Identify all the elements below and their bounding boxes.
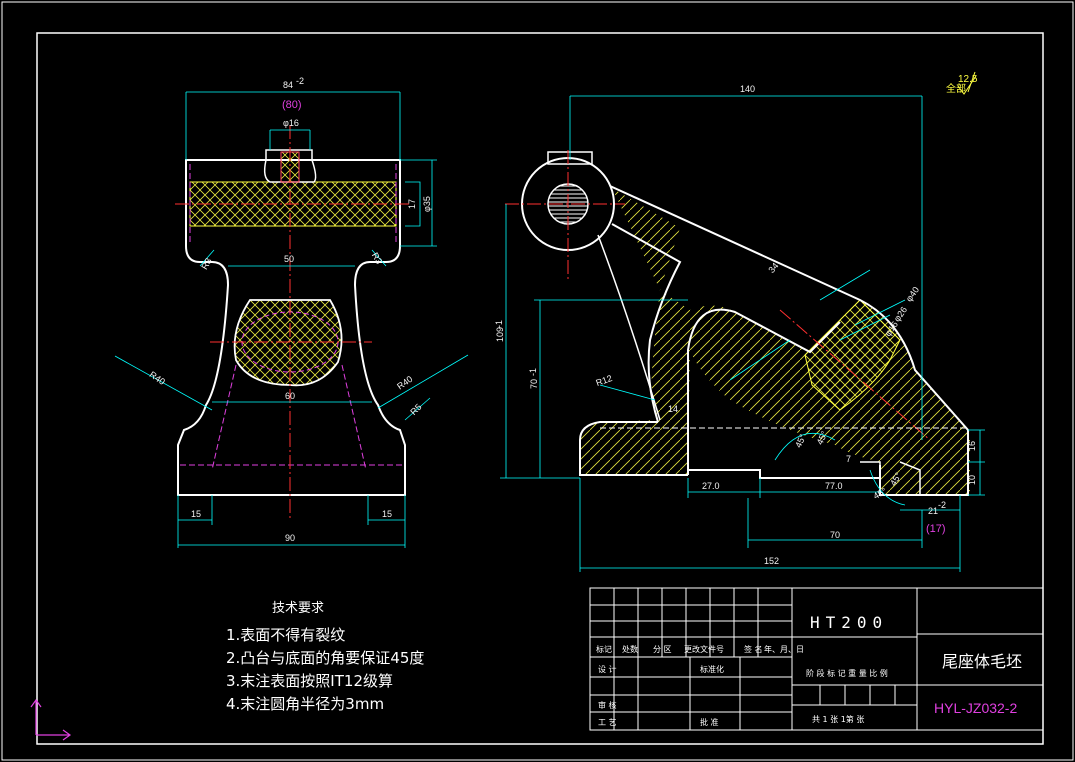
dim-neck-width: 50 bbox=[284, 254, 294, 264]
dim-base-seg-1: 27.0 bbox=[702, 481, 720, 491]
dim-base-total: 152 bbox=[764, 556, 779, 566]
dim-height-mid-tol: -1 bbox=[528, 368, 538, 376]
notes-title: 技术要求 bbox=[272, 601, 324, 616]
dim-radius-left-top: R3 bbox=[199, 256, 213, 271]
dim-base-width: 90 bbox=[285, 533, 295, 543]
ucs-axis-icon bbox=[30, 698, 72, 741]
note-item-2: 2.凸台与底面的角要保证45度 bbox=[226, 649, 424, 667]
tb-drawing-code: HYL-JZ032-2 bbox=[934, 700, 1017, 716]
tb-row-label-4: 更改文件号 bbox=[684, 644, 724, 654]
tb-row-labels: 标记 bbox=[596, 644, 612, 654]
tb-material: HT200 bbox=[810, 613, 888, 632]
surface-finish-label: 全部 bbox=[946, 82, 966, 95]
front-hidden-legs bbox=[180, 364, 403, 471]
side-foot-step bbox=[860, 461, 921, 495]
surface-finish-symbol: 12.5 全部 bbox=[946, 74, 978, 95]
dim-top-width: 84 bbox=[283, 80, 293, 90]
tb-approve: 批 准 bbox=[700, 717, 719, 727]
front-oval-section bbox=[233, 299, 343, 387]
dim-base-seg-2: 77.0 bbox=[825, 481, 843, 491]
technical-notes: 技术要求 1.表面不得有裂纹 2.凸台与底面的角要保证45度 3.末注表面按照I… bbox=[226, 601, 424, 713]
dim-base-left: 15 bbox=[191, 509, 201, 519]
dim-height-mid: 70 bbox=[529, 379, 539, 389]
dim-bore-dia: φ35 bbox=[422, 196, 432, 212]
note-item-3: 3.末注表面按照IT12级算 bbox=[226, 672, 393, 690]
dim-arm-length: 34 bbox=[766, 261, 780, 275]
tb-row-label-3: 分 区 bbox=[653, 645, 672, 654]
inner-frame-border bbox=[36, 32, 1044, 745]
dim-top-width-tol: -2 bbox=[296, 76, 304, 86]
dim-foot-low: 10 bbox=[967, 475, 977, 485]
dim-small-7: 7 bbox=[846, 454, 851, 464]
dim-pos-right: 21 bbox=[928, 506, 938, 516]
dim-inner-width: 60 bbox=[285, 391, 295, 401]
front-view: 84 -2 (80) φ16 17 φ35 50 R3 R3 R40 R40 R… bbox=[114, 76, 469, 548]
tb-row-label-6: 年、月、日 bbox=[764, 644, 804, 654]
dim-radius-left-flank: R40 bbox=[148, 369, 167, 387]
dim-pos-right-tol: -2 bbox=[938, 500, 946, 510]
note-item-4: 4.末注圆角半径为3mm bbox=[226, 695, 384, 713]
dim-base-right: 15 bbox=[382, 509, 392, 519]
dim-radius-right-flank: R40 bbox=[395, 374, 414, 392]
tb-design: 设 计 bbox=[598, 664, 617, 674]
dim-top-length: 140 bbox=[740, 84, 755, 94]
dim-boss-dia: φ16 bbox=[283, 118, 299, 128]
dim-pos-right-ref: (17) bbox=[926, 523, 946, 535]
dim-height-total: 109 bbox=[495, 327, 505, 342]
front-centerline-horizontal bbox=[175, 203, 410, 343]
dim-web-thick: 14 bbox=[668, 404, 678, 414]
side-view: 140 109 -1 70 -1 R12 14 34 φ40 φ26 φ16 4… bbox=[494, 71, 985, 572]
front-boss bbox=[263, 149, 317, 183]
side-view-outline bbox=[579, 185, 969, 496]
tb-stage-labels: 阶 段 标 记 重 量 比 例 bbox=[806, 668, 888, 678]
dim-foot-height: 16 bbox=[967, 441, 977, 451]
surface-finish-value: 12.5 bbox=[958, 74, 978, 85]
tb-standardize: 标准化 bbox=[700, 664, 724, 674]
dim-radius-inner: R12 bbox=[595, 373, 614, 388]
tb-part-name: 尾座体毛坯 bbox=[942, 652, 1022, 671]
dim-arm-dia-inner: φ26 bbox=[892, 305, 909, 324]
dim-height-total-tol: -1 bbox=[494, 320, 504, 328]
dim-arm-dia-outer: φ40 bbox=[904, 285, 921, 304]
title-block bbox=[589, 587, 1044, 731]
dim-base-70: 70 bbox=[830, 530, 840, 540]
tb-check: 审 核 bbox=[598, 700, 617, 710]
side-inner-curve bbox=[597, 234, 661, 421]
tb-process: 工 艺 bbox=[598, 718, 617, 727]
tb-row-label-5: 签 名 bbox=[744, 644, 763, 654]
side-arm-crosshatch bbox=[804, 299, 901, 411]
dim-radius-right-top: R3 bbox=[370, 251, 384, 266]
side-arm-section bbox=[580, 188, 970, 495]
tb-row-label-2: 处数 bbox=[622, 644, 638, 654]
note-item-1: 1.表面不得有裂纹 bbox=[226, 626, 345, 644]
dim-bore-height: 17 bbox=[407, 199, 417, 209]
dim-top-width-ref: (80) bbox=[282, 99, 302, 111]
tb-sheets: 共 1 张 1第 张 bbox=[812, 714, 864, 724]
side-centerline-arm bbox=[779, 309, 931, 441]
